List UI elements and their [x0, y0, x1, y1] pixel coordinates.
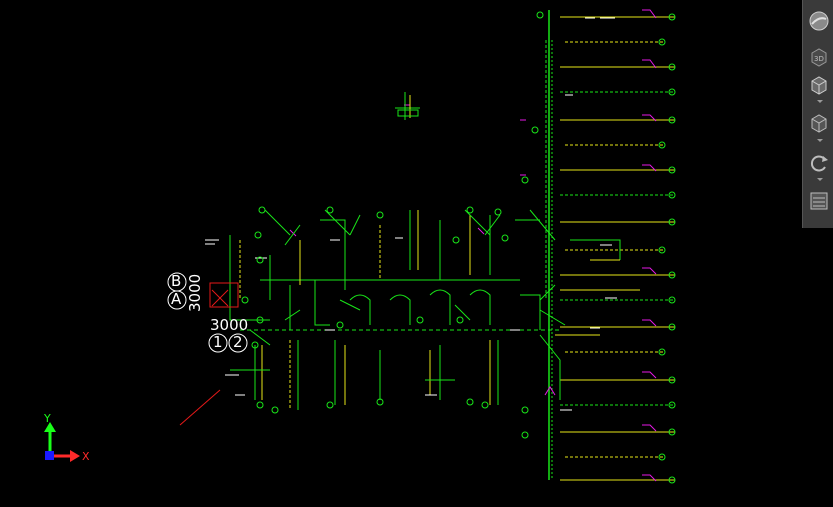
ucs-x-label: X: [82, 450, 90, 463]
visual-style-dropdown-icon[interactable]: [817, 100, 823, 103]
selection-marker: [179, 282, 239, 426]
ucs-icon: [44, 422, 80, 462]
3d-cube-icon: 3D: [811, 47, 826, 67]
grid-bubbles: [167, 272, 248, 353]
navigation-wheel-button[interactable]: [806, 8, 831, 33]
3d-view-button[interactable]: 3D: [806, 44, 831, 69]
grid-label-b: B: [171, 272, 182, 290]
view-manager-icon: [810, 192, 827, 209]
grid-label-a: A: [171, 290, 182, 308]
view-cube-icon: [811, 113, 826, 133]
annotation-glyphs: [205, 17, 617, 411]
navigation-bar: 3D: [802, 0, 833, 228]
dim-horizontal: 3000: [210, 316, 249, 334]
main-riser: [545, 10, 553, 480]
view-cube-button[interactable]: [806, 110, 831, 135]
dim-vertical: 3000: [186, 273, 204, 312]
orbit-icon: [810, 155, 828, 171]
detail-top: [395, 92, 420, 120]
fixture-markers: [241, 206, 509, 414]
view-cube-dropdown-icon[interactable]: [817, 139, 823, 142]
right-branches: [560, 16, 675, 481]
steering-wheel-icon: [809, 11, 828, 30]
ucs-y-label: Y: [44, 412, 51, 425]
plan-network: [229, 210, 640, 410]
visual-style-button[interactable]: [806, 72, 831, 97]
branch-end-markers: [521, 11, 676, 484]
orbit-button[interactable]: [806, 150, 831, 175]
grid-label-1: 1: [213, 333, 223, 351]
grid-label-2: 2: [233, 333, 243, 351]
orbit-dropdown-icon[interactable]: [817, 178, 823, 181]
svg-text:3D: 3D: [814, 55, 824, 63]
view-manager-button[interactable]: [806, 188, 831, 213]
diagonal-connectors: [249, 209, 566, 346]
shaded-cube-icon: [811, 75, 826, 95]
magenta-accents: [289, 9, 657, 482]
